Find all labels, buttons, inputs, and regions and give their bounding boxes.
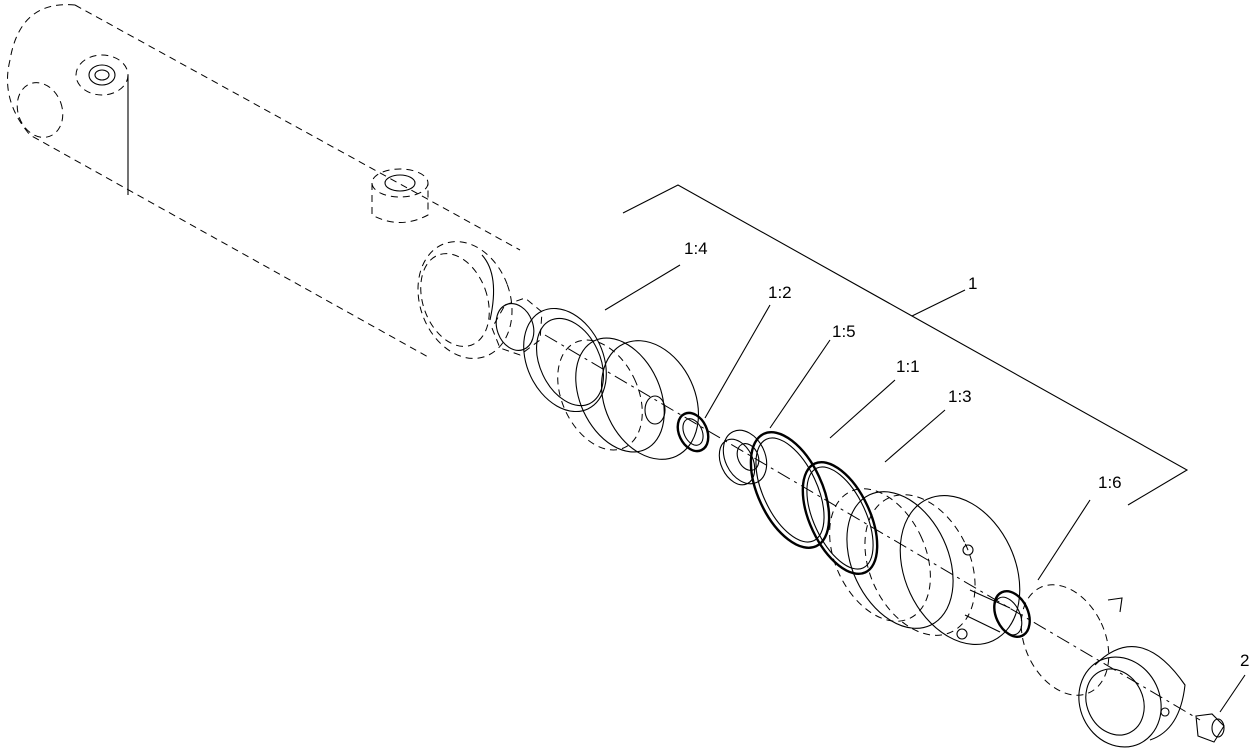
snap-ring xyxy=(1020,584,1123,696)
callout-1-2: 1:2 xyxy=(768,283,792,302)
cylinder-barrel-phantom xyxy=(7,4,521,359)
seal-1-6 xyxy=(993,590,1031,638)
assembly-bracket xyxy=(622,184,1189,506)
callout-1: 1 xyxy=(968,274,977,293)
callout-1-1: 1:1 xyxy=(896,357,920,376)
callout-1-6: 1:6 xyxy=(1098,473,1122,492)
ring-1-3 xyxy=(801,460,879,576)
seal-1-2 xyxy=(676,411,710,453)
piston xyxy=(829,488,1021,645)
clevis-end xyxy=(1078,646,1186,748)
cylinder-head xyxy=(557,337,700,460)
hex-nut xyxy=(491,297,543,356)
seal-1-4 xyxy=(523,307,607,413)
callout-2: 2 xyxy=(1240,651,1249,670)
grease-fitting xyxy=(1195,713,1225,743)
callout-1-5: 1:5 xyxy=(832,322,856,341)
leader-lines xyxy=(604,264,1246,713)
barrel-port-rear xyxy=(75,54,129,96)
barrel-port-front xyxy=(371,168,429,223)
callout-1-3: 1:3 xyxy=(948,387,972,406)
ring-1-1 xyxy=(749,431,831,549)
callout-1-4: 1:4 xyxy=(684,239,708,258)
assembly-axis-line xyxy=(544,334,1201,721)
